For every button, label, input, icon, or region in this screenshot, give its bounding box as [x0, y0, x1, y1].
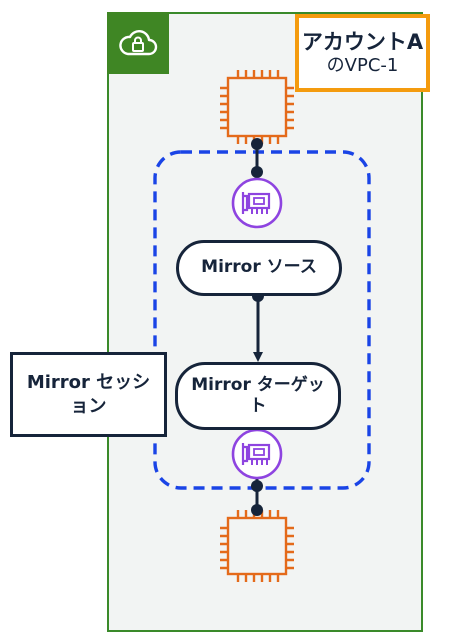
- account-label: アカウントA のVPC-1: [295, 14, 430, 92]
- mirror-session-label: Mirror セッション: [10, 352, 167, 437]
- eni-network-card-icon-top: [231, 177, 283, 229]
- vpc-cloud-lock-icon: [119, 30, 158, 56]
- connector-dot: [251, 166, 263, 178]
- account-label-line1: アカウントA: [301, 29, 424, 54]
- connector-dot: [251, 480, 263, 492]
- mirror-session-boundary: [153, 150, 371, 490]
- connector-dot: [251, 504, 263, 516]
- mirror-diagram: アカウントA のVPC-1: [10, 12, 430, 632]
- ec2-chip-icon-bottom: [220, 510, 294, 582]
- connector-dot: [251, 138, 263, 150]
- mirror-source-node: Mirror ソース: [176, 240, 342, 296]
- account-label-line2: のVPC-1: [326, 54, 399, 76]
- diagram-connectors: [153, 70, 371, 582]
- eni-network-card-icon-bottom: [231, 428, 283, 480]
- vpc-badge: [107, 12, 169, 74]
- mirror-target-node: Mirror ターゲット: [175, 362, 341, 430]
- ec2-chip-icon-top: [220, 70, 294, 144]
